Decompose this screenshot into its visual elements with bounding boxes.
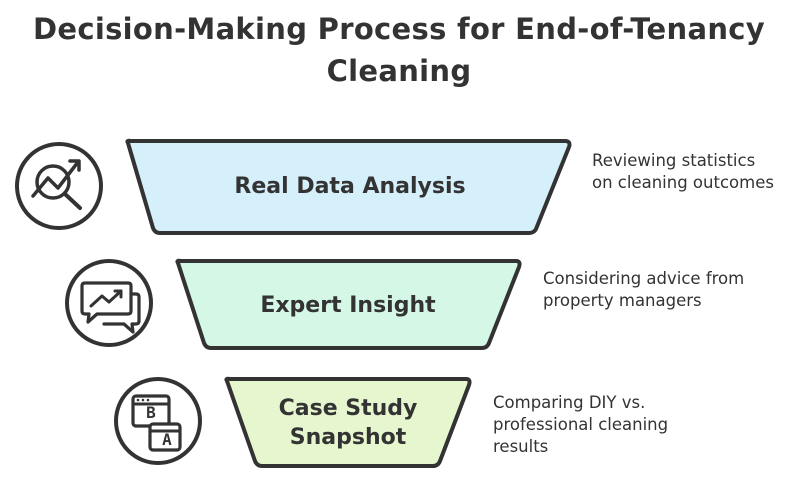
stage-description-case-study-snapshot: Comparing DIY vs. professional cleaning …: [493, 392, 733, 458]
stage-label-expert-insight: Expert Insight: [198, 291, 498, 320]
ab-compare-icon: [114, 377, 202, 465]
stage-band-case-study-snapshot: [224, 376, 472, 468]
chart-magnifier-icon: [15, 142, 103, 230]
stage-1-label-line-1: Real Data Analysis: [234, 174, 466, 199]
stage-description-expert-insight: Considering advice from property manager…: [543, 268, 793, 312]
stage-description-real-data-analysis: Reviewing statistics on cleaning outcome…: [592, 150, 792, 194]
stage-2-desc-line-1: Considering advice from: [543, 269, 745, 288]
stage-3-desc-line-1: Comparing DIY vs.: [493, 393, 646, 412]
title-line-2: Cleaning: [326, 54, 472, 88]
stage-2-desc-line-2: property managers: [543, 291, 702, 310]
icon-letter-a: A: [162, 430, 172, 449]
stage-label-case-study-snapshot: Case Study Snapshot: [248, 394, 448, 452]
diagram-title: Decision-Making Process for End-of-Tenan…: [0, 8, 798, 92]
stage-band-expert-insight: [175, 258, 522, 350]
stage-label-real-data-analysis: Real Data Analysis: [150, 172, 550, 201]
stage-2-label-line-1: Expert Insight: [260, 293, 436, 318]
stage-3-desc-line-3: results: [493, 437, 549, 456]
chat-chart-icon: [65, 259, 153, 347]
title-line-1: Decision-Making Process for End-of-Tenan…: [33, 12, 765, 46]
stage-3-label-line-1: Case Study: [278, 396, 418, 421]
icon-letter-b: B: [146, 403, 156, 422]
stage-3-label-line-2: Snapshot: [289, 425, 407, 450]
stage-1-desc-line-2: on cleaning outcomes: [592, 173, 774, 192]
stage-1-desc-line-1: Reviewing statistics: [592, 151, 756, 170]
stage-3-desc-line-2: professional cleaning: [493, 415, 669, 434]
stage-band-real-data-analysis: [125, 138, 572, 235]
